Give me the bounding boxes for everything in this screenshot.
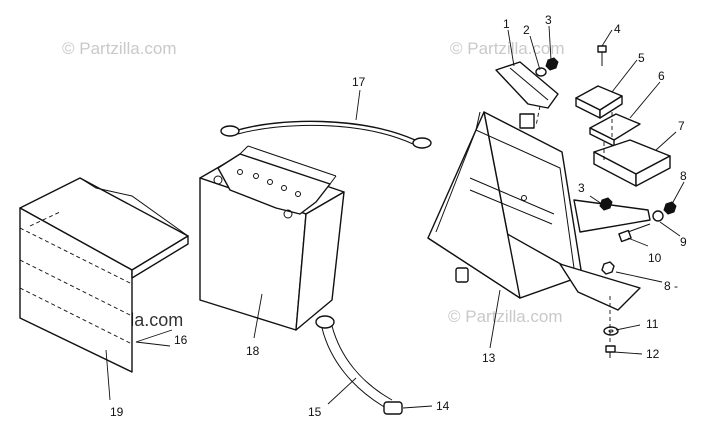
leader-lines <box>105 25 685 409</box>
watermark-bottom-right: © Partzilla.com <box>448 307 563 326</box>
callouts: 1 2 3 4 5 6 7 3 8 9 10 8 - 11 12 13 14 1… <box>110 13 687 419</box>
callout-9: 9 <box>680 235 687 249</box>
callout-13: 13 <box>482 351 496 365</box>
bolt-12 <box>605 296 616 358</box>
nut-8-upper <box>663 201 677 215</box>
callout-14: 14 <box>436 399 450 413</box>
battery-cable-17 <box>220 120 432 149</box>
callout-18: 18 <box>246 344 260 358</box>
battery-cover-19 <box>19 177 189 373</box>
battery-18 <box>199 145 345 331</box>
nut-3-lower <box>599 197 613 211</box>
nut-3-top <box>545 57 559 71</box>
bracket-6 <box>589 112 641 147</box>
callout-16: 16 <box>174 333 188 347</box>
callout-8-upper: 8 <box>680 169 687 183</box>
callout-19: 19 <box>110 405 124 419</box>
callout-15: 15 <box>308 405 322 419</box>
callout-3-lower: 3 <box>578 181 585 195</box>
clamp-5 <box>575 85 623 119</box>
callout-1: 1 <box>503 17 510 31</box>
washer-2 <box>535 67 547 77</box>
bolt-10 <box>618 223 651 243</box>
watermark-top-left: © Partzilla.com <box>62 39 177 58</box>
nut-8-lower <box>601 261 615 275</box>
callout-2: 2 <box>523 23 530 37</box>
callout-10: 10 <box>648 251 662 265</box>
bolt-4 <box>597 45 607 66</box>
washer-9 <box>652 210 664 222</box>
callout-12: 12 <box>646 347 660 361</box>
tube-fitting-14 <box>383 401 403 415</box>
callout-5: 5 <box>638 51 645 65</box>
battery-box-13 <box>427 111 651 311</box>
callout-6: 6 <box>658 69 665 83</box>
callout-8-lower: 8 - <box>664 279 678 293</box>
callout-4: 4 <box>614 22 621 36</box>
watermark-top-right: © Partzilla.com <box>450 39 565 58</box>
callout-7: 7 <box>678 119 685 133</box>
washer-11 <box>603 326 619 336</box>
pad-7 <box>593 139 671 187</box>
callout-3-top: 3 <box>545 13 552 27</box>
vent-tube-15 <box>315 315 393 409</box>
strap-1 <box>495 61 559 127</box>
callout-17: 17 <box>352 75 366 89</box>
callout-11: 11 <box>646 317 659 331</box>
